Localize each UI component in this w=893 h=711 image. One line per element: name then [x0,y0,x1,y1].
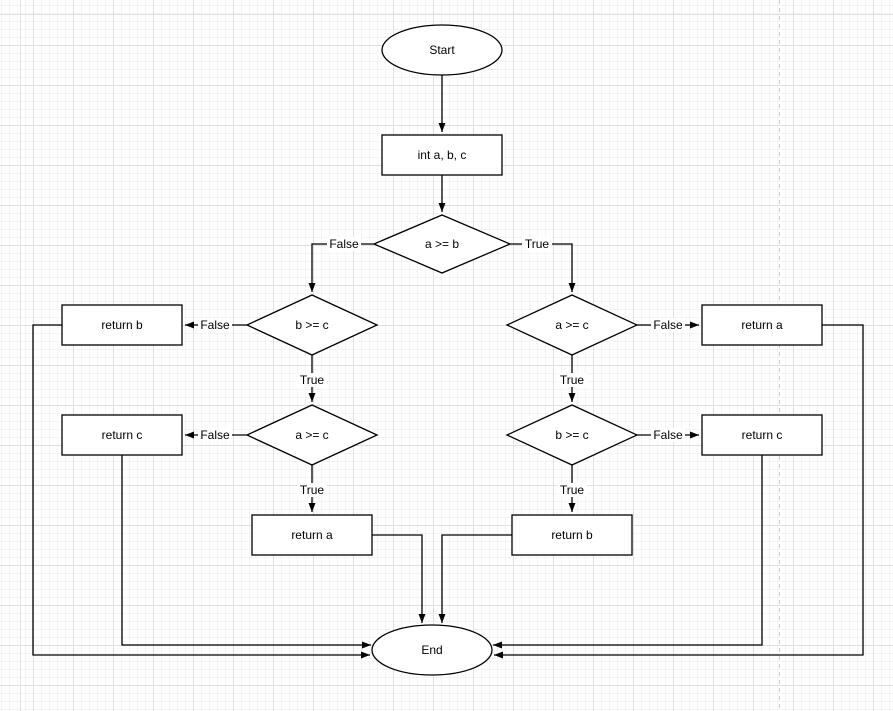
edge-label-cond1-false[interactable]: False [327,237,361,251]
node-cond-a-ge-c-left-shape [245,404,379,466]
edge-label-true-text: True [300,483,325,497]
edge-label-bg [557,483,587,497]
node-end[interactable]: End [371,624,493,676]
node-return-a-left-shape [251,514,373,556]
node-cond-b-ge-c-right-label: b >= c [555,428,588,442]
edge-returna-right-end[interactable] [494,324,864,659]
edge-returnb-right-end[interactable] [438,534,512,623]
node-return-c-left-shape [61,414,183,456]
node-cond-b-ge-c-right[interactable]: b >= c [505,404,639,466]
node-return-b-left[interactable]: return b [61,304,183,346]
node-cond-b-ge-c-left[interactable]: b >= c [245,294,379,356]
edge-label-condR1-false[interactable]: False [651,318,685,332]
node-end-label: End [421,643,442,657]
node-cond-a-ge-c-left-label: a >= c [295,428,328,442]
edge-label-true-text: True [560,373,585,387]
edge-label-true-text: True [560,483,585,497]
node-start-shape [381,24,503,76]
edge-label-false-text: False [329,237,359,251]
node-return-b-right[interactable]: return b [511,514,633,556]
edge-label-bg [198,428,232,442]
node-return-c-right-label: return c [742,428,783,442]
edge-cond1-true[interactable] [510,243,576,292]
node-cond-a-ge-c-left[interactable]: a >= c [245,404,379,466]
node-cond-b-ge-c-left-shape [245,294,379,356]
edge-cond1-false-line [308,243,374,292]
edge-label-false-text: False [200,318,230,332]
node-cond-a-ge-c-right-label: a >= c [555,318,588,332]
edge-returnc-left-end-line [121,455,371,649]
node-return-c-right[interactable]: return c [701,414,823,456]
edge-label-condR2-false[interactable]: False [651,428,685,442]
node-cond-a-ge-b-label: a >= b [425,237,459,251]
node-cond-a-ge-b-shape [372,214,512,274]
edge-returna-right-end-line [494,324,864,659]
node-return-b-left-shape [61,304,183,346]
node-cond-b-ge-c-right-shape [505,404,639,466]
edge-label-bg [198,318,232,332]
edge-returnb-right-end-line [438,534,512,623]
node-return-b-right-label: return b [551,528,593,542]
edge-label-true-text: True [300,373,325,387]
edge-returnc-right-end[interactable] [493,455,763,649]
edge-label-bg [297,373,327,387]
edge-cond1-true-line [510,243,576,292]
edge-label-condL1-false[interactable]: False [198,318,232,332]
edge-label-condR1-true[interactable]: True [557,373,587,387]
edge-label-condL1-true[interactable]: True [297,373,327,387]
node-return-a-right-label: return a [741,318,783,332]
node-start[interactable]: Start [381,24,503,76]
node-cond-a-ge-c-right-shape [505,294,639,356]
node-cond-a-ge-b[interactable]: a >= b [372,214,512,274]
edge-returna-left-end-line [372,534,426,623]
edge-label-false-text: False [653,318,683,332]
edge-label-cond1-true[interactable]: True [522,237,552,251]
node-cond-a-ge-c-right[interactable]: a >= c [505,294,639,356]
node-return-c-right-shape [701,414,823,456]
edge-returna-left-end[interactable] [372,534,426,623]
node-return-c-left[interactable]: return c [61,414,183,456]
edge-label-true-text: True [525,237,550,251]
edge-label-condL2-false[interactable]: False [198,428,232,442]
edge-returnb-left-end-line [32,324,370,659]
edge-label-bg [651,428,685,442]
edge-returnc-left-end[interactable] [121,455,371,649]
node-return-a-left-label: return a [291,528,333,542]
edge-label-condR2-true[interactable]: True [557,483,587,497]
node-start-label: Start [429,43,455,57]
edge-cond1-false[interactable] [308,243,374,292]
edge-label-bg [297,483,327,497]
node-return-a-right-shape [701,304,823,346]
edge-label-bg [557,373,587,387]
node-return-a-left[interactable]: return a [251,514,373,556]
edge-label-bg [522,237,552,251]
node-declare-shape [381,134,503,176]
edge-label-false-text: False [653,428,683,442]
node-return-a-right[interactable]: return a [701,304,823,346]
edge-returnc-right-end-line [493,455,763,649]
edge-label-bg [651,318,685,332]
node-cond-b-ge-c-left-label: b >= c [295,318,328,332]
edge-label-condL2-true[interactable]: True [297,483,327,497]
node-end-shape [371,624,493,676]
node-return-c-left-label: return c [102,428,143,442]
node-declare[interactable]: int a, b, c [381,134,503,176]
node-declare-label: int a, b, c [418,148,467,162]
edge-returnb-left-end[interactable] [32,324,370,659]
node-return-b-left-label: return b [101,318,143,332]
node-return-b-right-shape [511,514,633,556]
edge-label-bg [327,237,361,251]
edge-label-false-text: False [200,428,230,442]
